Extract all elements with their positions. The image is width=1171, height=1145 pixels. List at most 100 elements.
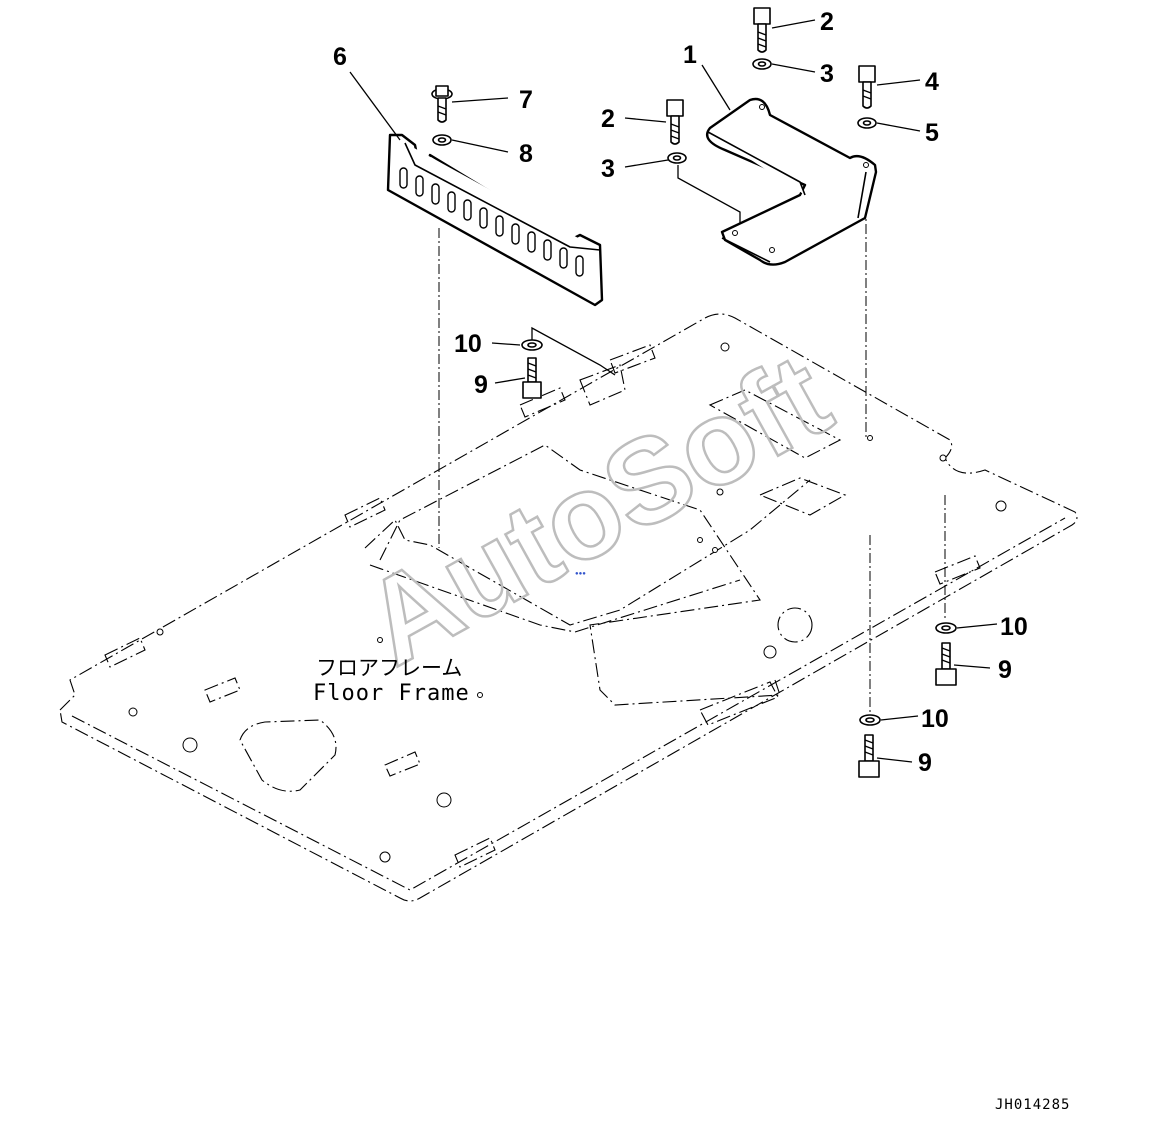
floor-bracket-7: [934, 555, 981, 585]
washer-icon: [752, 58, 772, 70]
cover-vent-slot: [415, 175, 424, 197]
cover-vent-slot: [463, 199, 472, 221]
floor-hole-14: [712, 547, 718, 553]
cover-vent-slot: [479, 207, 488, 229]
callout-6: 6: [333, 43, 347, 71]
bracket-hole-4: [769, 247, 775, 253]
cover-part-6: [386, 133, 604, 307]
callout-5: 5: [925, 119, 939, 147]
bracket-hole-2: [863, 162, 869, 168]
floor-hole-2: [128, 707, 138, 717]
floor-bracket-1: [104, 637, 146, 668]
floor-small-slot-1: [204, 677, 241, 703]
floor-hole-1: [182, 737, 198, 753]
floor-hole-6: [720, 342, 730, 352]
leader-8: [451, 139, 509, 153]
floor-frame-label-jp: フロアフレーム: [316, 656, 462, 680]
bracket-hole-3: [732, 230, 738, 236]
floor-pedal-opening: [239, 719, 337, 792]
floor-hole-8: [939, 454, 947, 462]
floor-small-slot-2: [384, 751, 421, 777]
leader-9a: [494, 377, 526, 384]
callouts: 1 2 3 4 5 2 3 6 7 8 10 9 10 9 10 9: [333, 8, 1028, 777]
assembly-line-bolt-10a: [531, 326, 616, 376]
assembly-line-washer-3b: [677, 165, 741, 225]
floor-bracket-6: [454, 837, 496, 868]
floor-frame-inner-edge: [71, 517, 1066, 891]
leader-9b: [953, 664, 991, 669]
callout-10-right-upper: 10: [1000, 613, 1028, 641]
floor-hole-10: [477, 692, 483, 698]
callout-3-left: 3: [601, 155, 615, 183]
leader-7: [451, 97, 509, 103]
leader-3b: [624, 159, 669, 168]
washer-icon: [521, 339, 543, 351]
leader-10a: [491, 342, 521, 346]
floor-hole-12: [867, 435, 873, 441]
floor-frame-outline: [59, 313, 1078, 902]
bolt-icon: [858, 734, 880, 778]
callout-7: 7: [519, 86, 533, 114]
floor-tiny-label: ●●●: [575, 571, 586, 577]
floor-hole-9: [716, 488, 724, 496]
assembly-lines: [438, 165, 946, 712]
callout-2-top: 2: [820, 8, 834, 36]
floor-tunnel: [379, 444, 781, 706]
cover-vent-slot: [447, 191, 456, 213]
washer-icon: [859, 714, 881, 726]
callout-9-left: 9: [474, 371, 488, 399]
cover-vent-slot: [495, 215, 504, 237]
washer-icon: [935, 622, 957, 634]
callout-8: 8: [519, 140, 533, 168]
callout-9-right-upper: 9: [998, 656, 1012, 684]
leader-4: [876, 79, 921, 86]
flange-bolt-icon: [431, 85, 453, 123]
bracket-part-1: [705, 97, 878, 266]
bolt-icon: [935, 642, 957, 686]
cover-vent-slot: [559, 247, 568, 269]
floor-hole-7: [995, 500, 1007, 512]
leader-6: [349, 71, 401, 141]
floor-hole-15: [377, 637, 383, 643]
washer-icon: [432, 134, 452, 146]
bolt-icon: [522, 357, 542, 399]
leader-10c: [880, 715, 919, 721]
cover-vent-slot: [575, 255, 584, 277]
callout-10-right-lower: 10: [921, 705, 949, 733]
floor-slot-2: [758, 477, 847, 516]
cover-vent-slot: [527, 231, 536, 253]
floor-bracket-5: [699, 681, 779, 726]
bolt-icon: [753, 7, 771, 53]
cover-vent-slot: [399, 167, 408, 189]
floor-round-hole-1: [777, 607, 813, 643]
callout-2-left: 2: [601, 105, 615, 133]
leader-5: [876, 122, 921, 132]
cover-vent-slots: [399, 167, 584, 277]
leader-lines: [349, 19, 998, 763]
leader-9c: [876, 757, 913, 763]
floor-hole-13: [697, 537, 703, 543]
callout-1: 1: [683, 41, 697, 69]
callout-3-top: 3: [820, 60, 834, 88]
leader-3a: [771, 63, 816, 73]
bolt-icon: [858, 65, 876, 109]
leader-2b: [624, 117, 667, 123]
cover-plate-top-edge: [404, 142, 601, 251]
floor-frame: [59, 313, 1078, 902]
floor-bracket-2: [344, 497, 386, 528]
floor-tunnel-edge: [364, 479, 811, 626]
drawing-number: JH014285: [995, 1097, 1070, 1113]
bracket-plate: [705, 97, 878, 266]
floor-hole-5: [763, 645, 777, 659]
bracket-plate-edge: [707, 131, 867, 263]
callout-4: 4: [925, 68, 939, 96]
floor-bracket-3: [519, 387, 566, 418]
bolt-icon: [666, 99, 684, 145]
bracket-hole-1: [759, 104, 765, 110]
cover-vent-slot: [431, 183, 440, 205]
washer-icon: [857, 117, 877, 129]
cover-vent-slot: [543, 239, 552, 261]
callout-9-right-lower: 9: [918, 749, 932, 777]
floor-slot-1: [708, 389, 842, 459]
